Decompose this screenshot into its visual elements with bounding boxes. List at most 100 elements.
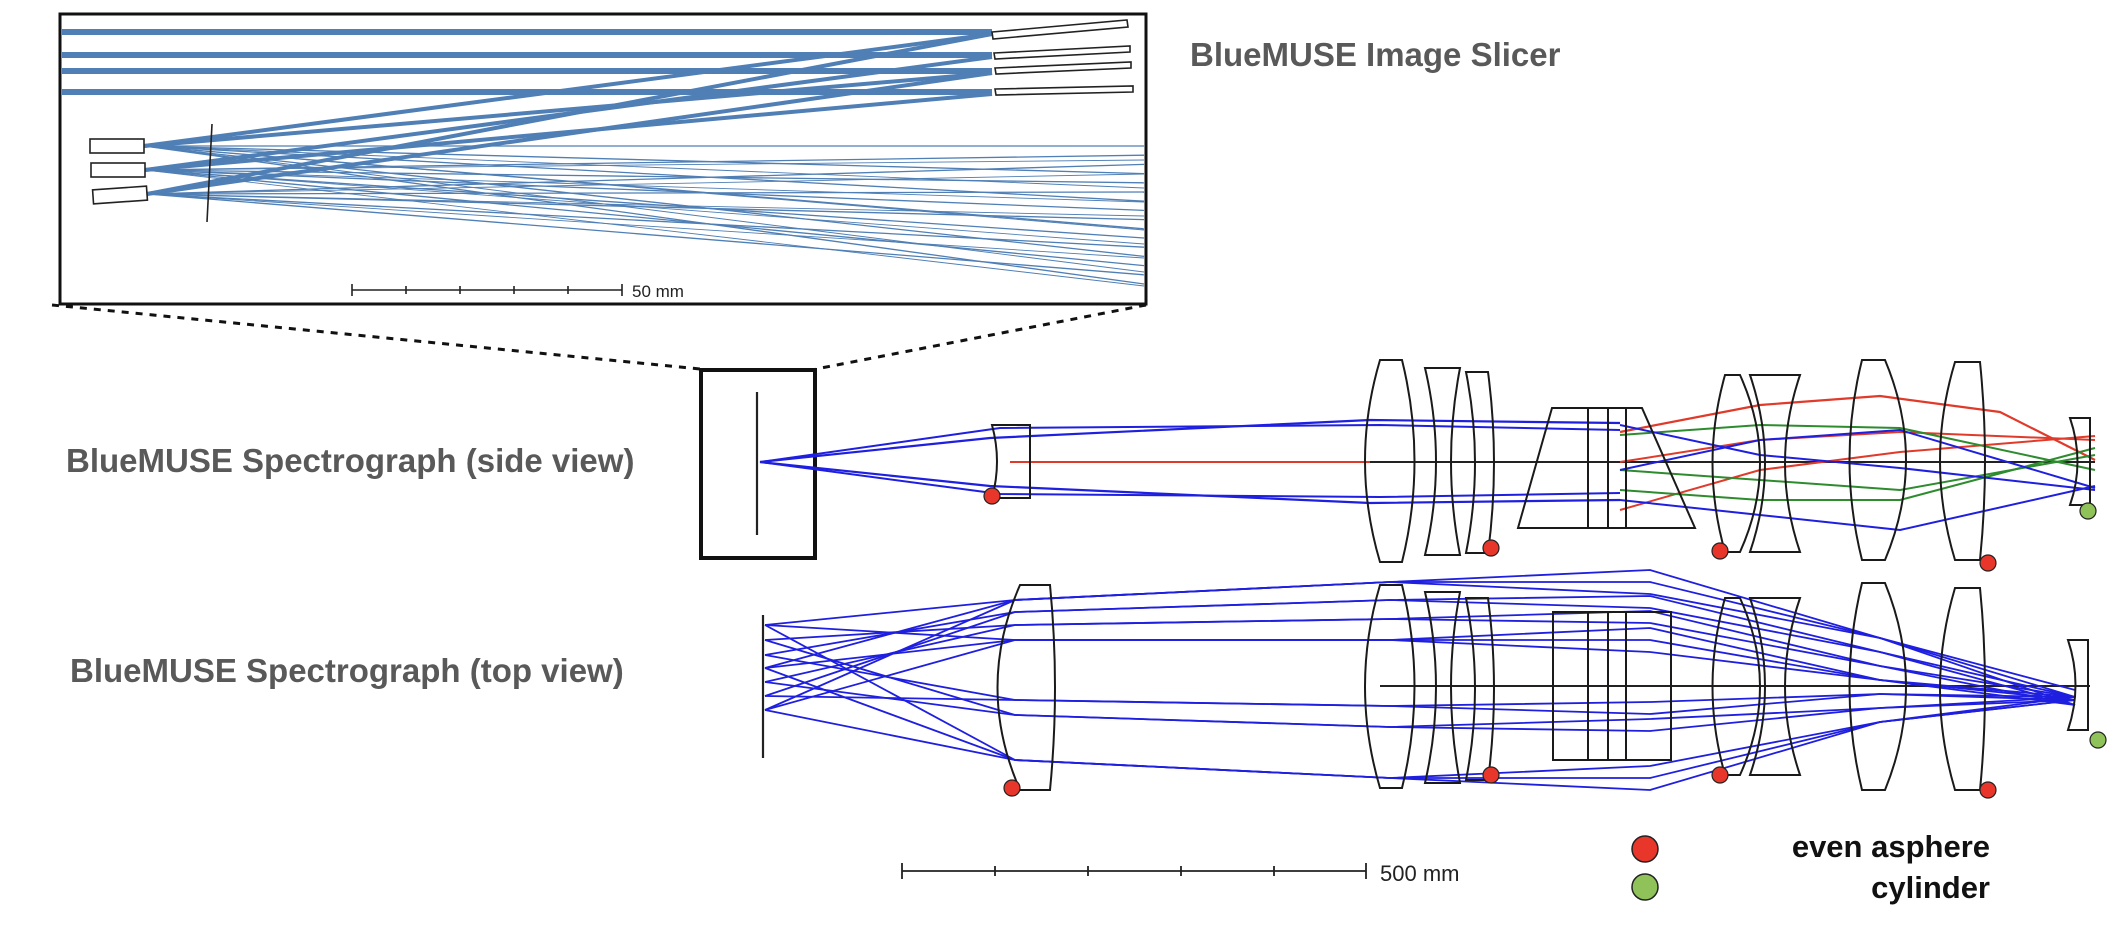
slicer-band-2 (62, 68, 992, 74)
side-marker-asphere-1 (983, 487, 1001, 505)
top-ray-13 (764, 693, 2076, 715)
top-ray-2 (764, 624, 2076, 779)
top-ray-4 (764, 639, 2076, 728)
slicer-fan-thin-1 (146, 173, 1145, 195)
title-image-slicer: BlueMUSE Image Slicer (1190, 36, 1561, 73)
legend-label-even-asphere: even asphere (1791, 829, 1990, 864)
top-camera-lens-3 (1848, 582, 1907, 791)
slicer-scale-bar (351, 284, 623, 296)
side-green-2 (1619, 454, 2096, 491)
top-ray-14 (764, 581, 2076, 711)
legend-even-asphere-marker (1631, 835, 1659, 863)
top-collimator-lens (996, 584, 1056, 791)
image-slicer-inset: 50 mm (58, 12, 1148, 306)
side-marker-cylinder (2079, 502, 2097, 520)
top-view-optics (996, 582, 2089, 791)
side-camera-lens-2 (1748, 374, 1802, 553)
slicer-fan-thin-5 (143, 145, 1145, 231)
slicer-ray-bundles (62, 29, 1145, 287)
top-ray-5 (764, 595, 2076, 706)
side-red-3 (1619, 435, 2096, 511)
spectrograph-scale-bar (901, 863, 1367, 879)
slicer-bundle-1-1 (144, 55, 993, 172)
side-ray-3 (759, 424, 1621, 463)
side-ray-4 (759, 461, 1621, 498)
top-marker-asphere-4 (1979, 781, 1997, 799)
slicer-fan-ray-6 (143, 145, 1145, 202)
side-green-3 (1619, 447, 2096, 501)
top-camera-lens-1 (1711, 597, 1761, 776)
slicer-band-3 (62, 89, 992, 95)
top-ray-12 (764, 599, 2076, 698)
top-field-lens (2066, 639, 2089, 731)
side-ray-2 (759, 460, 1621, 505)
side-prism (1516, 407, 1697, 529)
top-marker-asphere-3 (1711, 766, 1729, 784)
top-ray-16 (764, 699, 2076, 791)
side-green-1 (1619, 424, 2096, 471)
side-view-rays (759, 394, 2096, 531)
slicer-bundle-0-0 (143, 32, 993, 148)
top-lens-3 (1464, 597, 1495, 781)
spectrograph-top-view (761, 569, 2107, 799)
zoom-connector-lines (51, 303, 1147, 371)
slicer-band-0 (62, 29, 992, 35)
side-lens-2 (1423, 367, 1462, 556)
side-marker-asphere-2 (1482, 539, 1500, 557)
side-marker-asphere-4 (1979, 554, 1997, 572)
top-marker-cylinder (2089, 731, 2107, 749)
top-ray-3 (764, 610, 2076, 706)
top-lens-2 (1423, 591, 1462, 784)
spectrograph-scale-label: 500 mm (1380, 861, 1459, 886)
slicer-fan-ray-12 (143, 145, 1145, 258)
side-red-1 (1619, 394, 2096, 461)
top-marker-asphere-2 (1482, 766, 1500, 784)
legend-label-cylinder: cylinder (1871, 870, 1990, 905)
slicer-fan-thin-2 (143, 145, 1145, 189)
slicer-fan-ray-15 (143, 145, 1145, 285)
slicer-fan-thin-7 (146, 193, 1145, 259)
top-ray-7 (764, 581, 2076, 706)
top-ray-0 (764, 569, 2076, 691)
side-lens-1 (1364, 359, 1416, 563)
slicer-fan-ray-10 (144, 169, 1145, 239)
slicer-scale-label: 50 mm (632, 282, 684, 301)
slicer-fan-ray-13 (144, 169, 1145, 267)
slicer-band-1 (62, 52, 992, 58)
top-ray-15 (764, 639, 2076, 711)
legend-cylinder-marker (1631, 873, 1659, 901)
slicer-fan-thin-9 (144, 169, 1145, 287)
side-marker-asphere-3 (1711, 542, 1729, 560)
top-lens-1 (1364, 584, 1416, 789)
slicer-pupil-mirrors (991, 19, 1134, 96)
title-top-view: BlueMUSE Spectrograph (top view) (70, 652, 624, 689)
side-camera-lens-1 (1711, 374, 1761, 553)
side-view-markers (983, 487, 2097, 572)
slicer-fan-thin-4 (146, 193, 1145, 217)
top-marker-asphere-1 (1003, 779, 1021, 797)
top-camera-lens-2 (1748, 597, 1802, 776)
top-grating-box (1552, 611, 1672, 761)
top-ray-11 (764, 681, 2076, 732)
top-ray-8 (764, 639, 2076, 698)
slicer-fan-thin-0 (144, 159, 1145, 171)
top-view-markers (1003, 731, 2107, 799)
title-side-view: BlueMUSE Spectrograph (side view) (66, 442, 635, 479)
slicer-fan-thin-6 (144, 169, 1145, 245)
spectrograph-side-view (699, 359, 2097, 572)
slicer-fan-thin-3 (144, 169, 1145, 203)
side-ray-1 (759, 418, 1621, 464)
legend-markers (1631, 835, 1659, 901)
top-view-rays (764, 569, 2090, 791)
side-blue-5 (1619, 429, 2096, 489)
slicer-fan-ray-3 (143, 145, 1145, 175)
top-ray-10 (764, 618, 2076, 698)
side-blue-6 (1619, 485, 2096, 531)
slicer-fan-ray-7 (144, 169, 1145, 212)
side-field-lens (2068, 417, 2091, 506)
side-collimator-lens (990, 424, 1031, 499)
side-blue-7 (1619, 424, 2096, 491)
slicer-left-mirrors (89, 123, 213, 223)
slicer-bundle-2-0 (143, 71, 993, 148)
